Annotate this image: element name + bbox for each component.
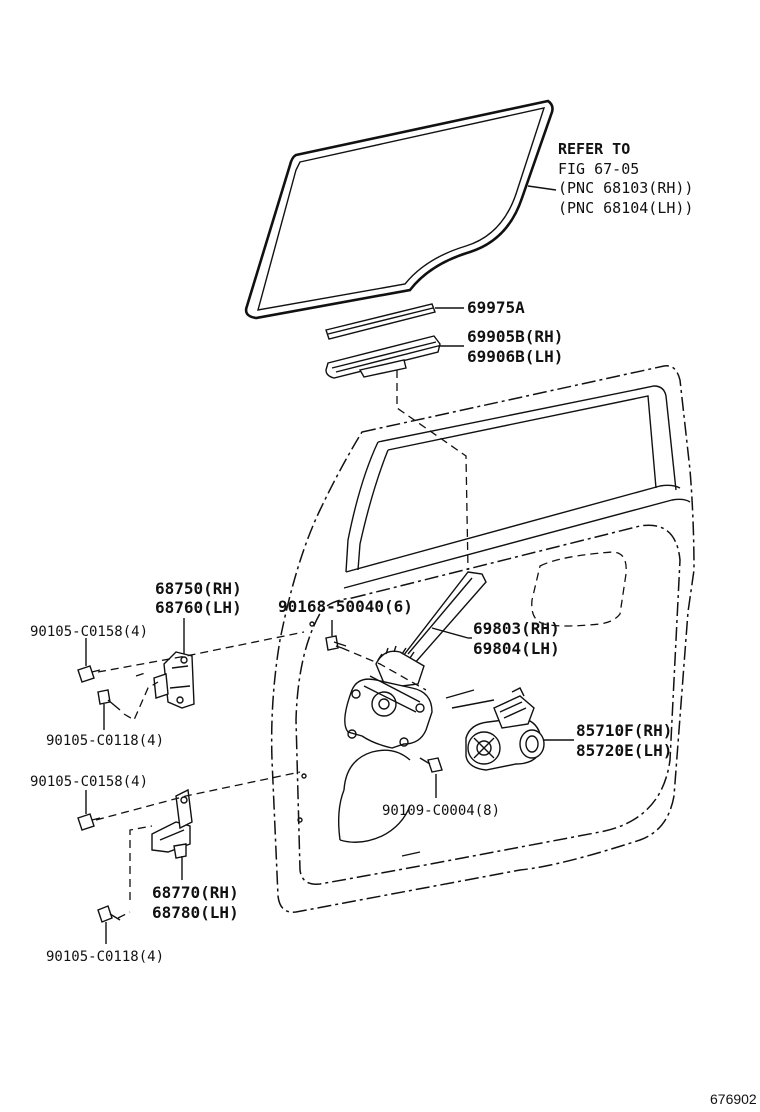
bolt-90105-c0118-lower [97, 905, 121, 923]
label-69975a: 69975A [467, 298, 525, 317]
upper-hinge [153, 651, 195, 709]
window-regulator [344, 571, 487, 749]
label-68780: 68780(LH) [152, 903, 239, 922]
door-glass [244, 99, 554, 320]
label-90168: 90168-50040(6) [278, 597, 413, 616]
leader-69803 [431, 627, 469, 639]
label-90105-c0158-upper: 90105-C0158(4) [30, 624, 148, 640]
strip-69975a [325, 303, 436, 340]
dash-lower-bolt [95, 771, 301, 821]
dash-upper-bolt [97, 631, 305, 673]
window-motor [465, 687, 545, 771]
lower-hinge [151, 788, 193, 859]
channel-69905b [325, 335, 441, 379]
label-68760: 68760(LH) [155, 598, 242, 617]
label-69803: 69803(RH) [473, 619, 560, 638]
bolt-90168 [325, 635, 347, 651]
bolt-90105-c0158-lower [77, 813, 101, 831]
bolt-90105-c0158-upper [77, 665, 101, 683]
label-69906b: 69906B(LH) [467, 347, 563, 366]
label-85720e: 85720E(LH) [576, 741, 672, 760]
refer-line4: (PNC 68104(LH)) [558, 199, 693, 217]
label-69804: 69804(LH) [473, 639, 560, 658]
refer-line3: (PNC 68103(RH)) [558, 179, 693, 197]
diagram-id: 676902 [710, 1091, 757, 1107]
refer-line1: REFER TO [558, 140, 630, 158]
dash-upper-side [135, 671, 149, 677]
door-panel [270, 365, 695, 913]
dash-lower-bottom [117, 911, 131, 919]
refer-line2: FIG 67-05 [558, 160, 639, 178]
dash-lower-side [129, 825, 153, 900]
refer-leader [527, 185, 557, 191]
label-68770: 68770(RH) [152, 883, 239, 902]
label-68750: 68750(RH) [155, 579, 242, 598]
label-90105-c0118-lower: 90105-C0118(4) [46, 949, 164, 965]
dash-bolt-regulator [341, 647, 427, 691]
label-85710f: 85710F(RH) [576, 721, 672, 740]
dash-upper-lower-bolt [123, 681, 159, 721]
label-90105-c0118-upper: 90105-C0118(4) [46, 733, 164, 749]
label-90105-c0158-lower: 90105-C0158(4) [30, 774, 148, 790]
label-69905b: 69905B(RH) [467, 327, 563, 346]
bolt-90105-c0118-upper [97, 689, 121, 711]
dash-channel-regulator [396, 370, 469, 571]
bolt-90109 [419, 757, 443, 773]
label-90109: 90109-C0004(8) [382, 803, 500, 819]
